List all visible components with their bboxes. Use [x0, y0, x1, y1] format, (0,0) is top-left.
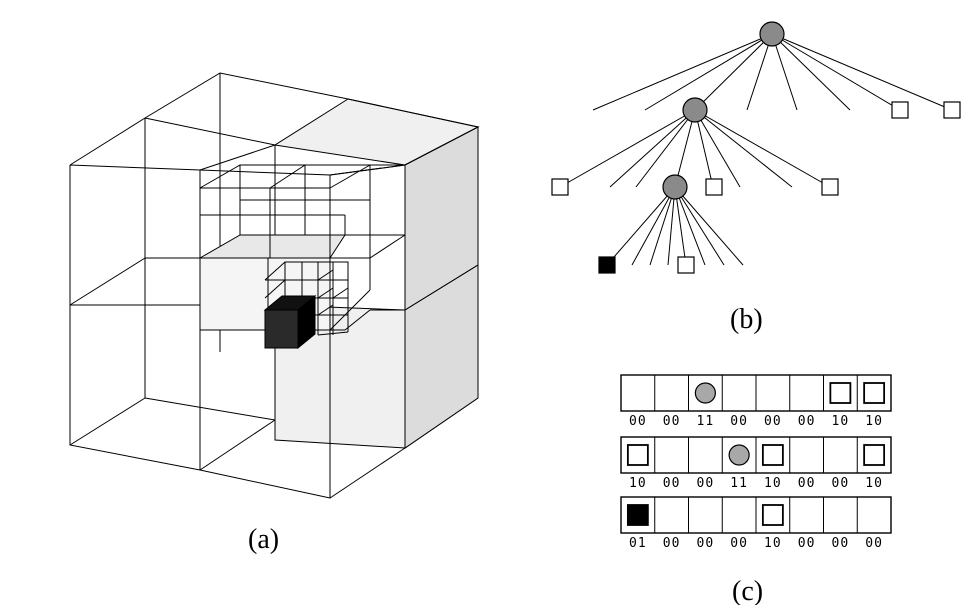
full-leaf-node: [598, 256, 616, 274]
internal-node-level2: [662, 174, 688, 200]
internal-node-level1: [682, 97, 708, 123]
code-label: 10: [764, 476, 782, 491]
code-label: 11: [730, 476, 748, 491]
code-label: 00: [697, 536, 715, 551]
caption-b: (b): [730, 304, 763, 335]
caption-c: (c): [732, 576, 763, 605]
code-cell-leaf: [863, 444, 886, 466]
leaf-node: [677, 256, 695, 274]
black-cube: [263, 294, 317, 350]
code-label: 00: [832, 476, 850, 491]
code-table: 00 00 11 00 00 00 10 10 10 00 00 11 10 00 00 10 01 00 00 00…: [620, 374, 892, 551]
code-label: 10: [629, 476, 647, 491]
leaf-node: [943, 101, 961, 119]
code-label: 00: [798, 414, 816, 429]
code-cell-node: [728, 444, 750, 466]
code-label: 00: [730, 536, 748, 551]
code-label: 00: [730, 414, 748, 429]
code-label: 10: [832, 414, 850, 429]
code-label: 00: [663, 476, 681, 491]
code-label: 00: [798, 476, 816, 491]
code-cell-leaf: [761, 504, 784, 526]
octree-tree: [551, 21, 961, 274]
code-cell-full-leaf: [626, 504, 649, 526]
level3-grid: [264, 261, 349, 336]
code-label: 11: [697, 414, 715, 429]
code-label: 00: [865, 536, 883, 551]
caption-a: (a): [248, 524, 279, 555]
code-label: 01: [629, 536, 647, 551]
code-label: 00: [832, 536, 850, 551]
code-label: 00: [764, 414, 782, 429]
code-label: 10: [865, 476, 883, 491]
code-cell-leaf: [626, 444, 649, 466]
code-label: 10: [764, 536, 782, 551]
code-label: 00: [663, 414, 681, 429]
code-cell-leaf: [761, 444, 784, 466]
code-label: 10: [865, 414, 883, 429]
code-label: 00: [697, 476, 715, 491]
code-label: 00: [663, 536, 681, 551]
code-cell-leaf: [863, 382, 886, 404]
leaf-node: [891, 101, 909, 119]
code-label: 00: [629, 414, 647, 429]
leaf-node: [821, 178, 839, 196]
code-cell-node: [694, 382, 716, 404]
root-node: [759, 21, 785, 47]
leaf-node: [551, 178, 569, 196]
leaf-node: [705, 178, 723, 196]
code-label: 00: [798, 536, 816, 551]
code-cell-leaf: [829, 382, 852, 404]
octree-cube: [69, 72, 480, 499]
